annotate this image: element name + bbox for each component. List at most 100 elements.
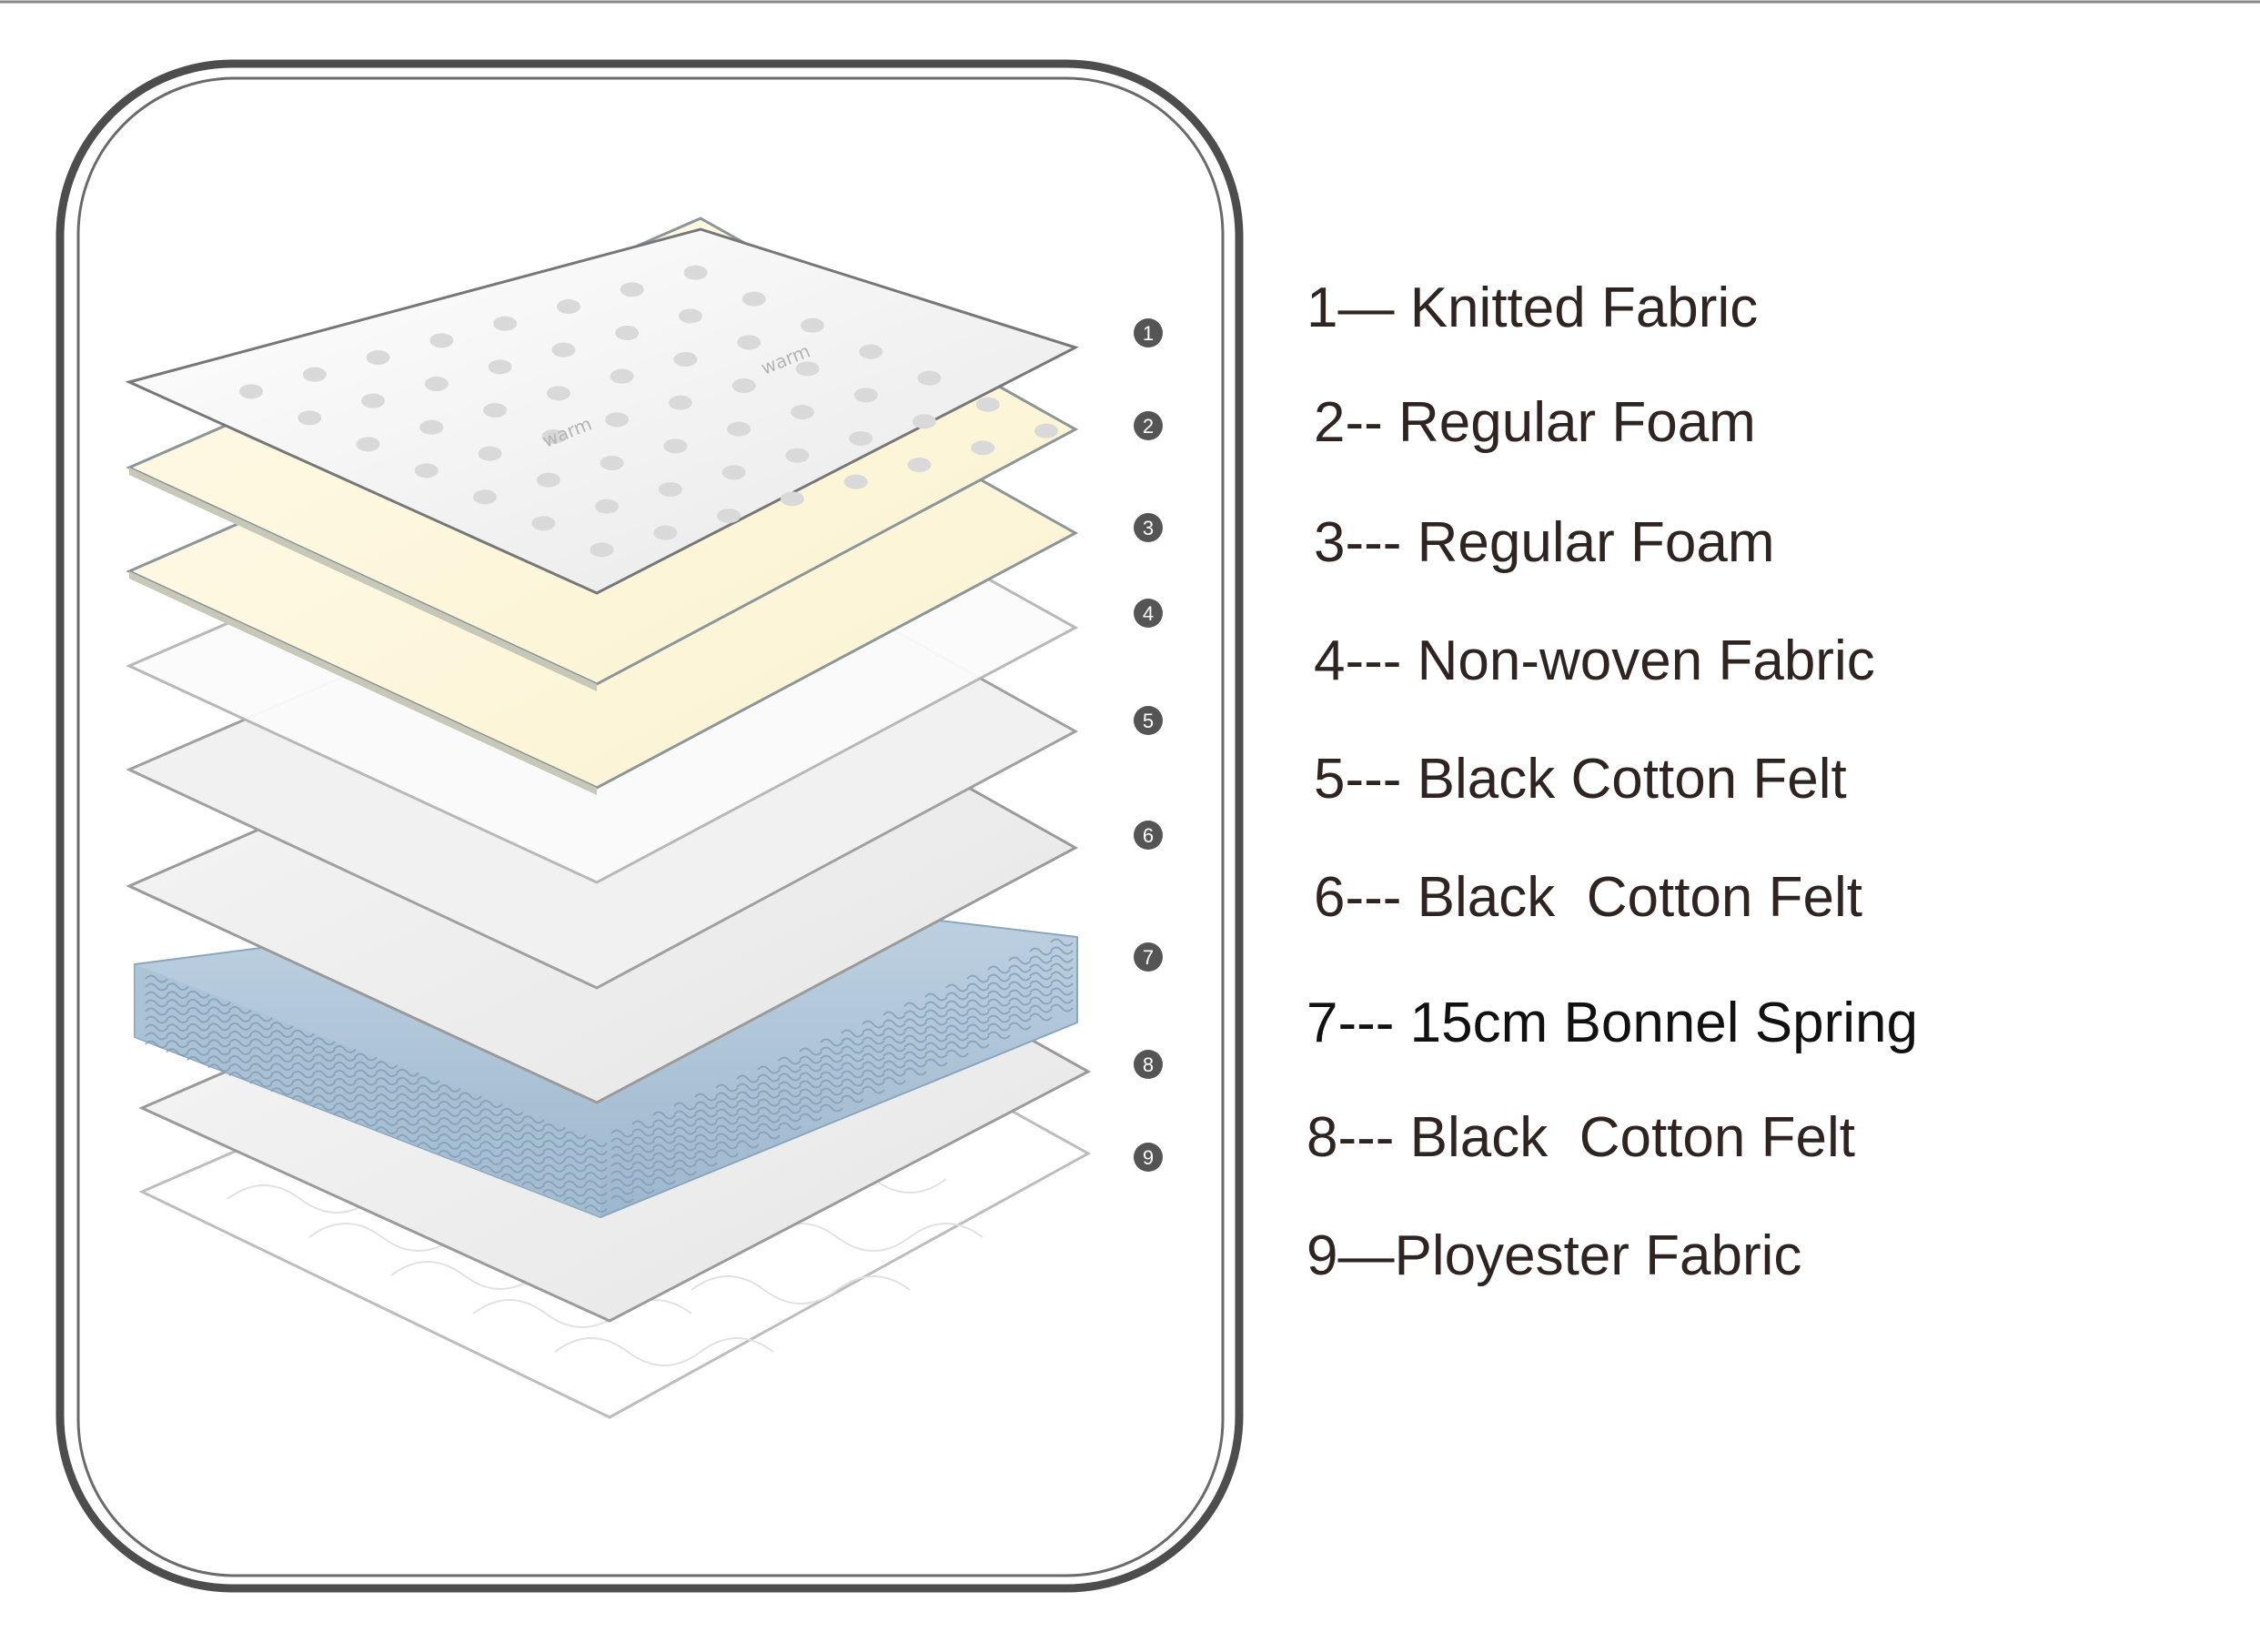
quilt-dimple xyxy=(917,370,942,386)
quilt-dimple xyxy=(673,352,698,367)
marker-7: 7 xyxy=(1134,942,1163,972)
legend-item-3: 3--- Regular Foam xyxy=(1314,511,1775,574)
legend-item-8: 8--- Black Cotton Felt xyxy=(1307,1106,1855,1169)
spring-coil-row xyxy=(610,971,1074,1171)
quilt-dimple xyxy=(785,448,810,463)
quilt-dimple xyxy=(843,474,868,489)
quilt-dimple xyxy=(683,265,708,280)
quilt-dimple xyxy=(731,378,756,393)
spring-coil-row xyxy=(145,999,608,1173)
marker-2-label: 2 xyxy=(1143,415,1154,438)
quilt-dimple xyxy=(853,388,878,403)
quilt-dimple xyxy=(595,499,620,514)
spring-coil-row xyxy=(145,1023,608,1197)
quilt-dimple xyxy=(356,437,380,452)
quilt-dimple xyxy=(493,316,518,331)
quilt-dimple xyxy=(610,368,634,384)
spring-coil-row xyxy=(145,1015,608,1189)
spring-coil-row xyxy=(610,995,1074,1195)
frame-inner xyxy=(76,76,1225,1577)
marker-8: 8 xyxy=(1134,1050,1163,1079)
spring-coil-row xyxy=(145,982,608,1156)
legend-item-6: 6--- Black Cotton Felt xyxy=(1314,866,1862,929)
quilt-dimple xyxy=(717,509,742,523)
quilt-dimple xyxy=(727,421,752,437)
quilt-dimple xyxy=(556,299,580,314)
marker-3-label: 3 xyxy=(1143,517,1154,539)
quilt-dimple xyxy=(849,431,873,446)
spring-coil-row xyxy=(610,946,1074,1146)
marker-9: 9 xyxy=(1134,1143,1163,1172)
quilt-dimple xyxy=(1034,423,1058,438)
quilt-dimple xyxy=(478,446,502,461)
marker-9-label: 9 xyxy=(1143,1146,1154,1169)
spring-coil-row xyxy=(145,1007,608,1181)
quilt-dimple xyxy=(298,410,322,426)
quilt-dimple xyxy=(615,326,640,340)
marker-1: 1 xyxy=(1134,318,1163,348)
quilt-dimple xyxy=(971,440,995,456)
quilt-dimple xyxy=(473,489,498,505)
quilt-dimple xyxy=(419,419,444,435)
marker-6-label: 6 xyxy=(1143,824,1154,847)
spring-coil-row xyxy=(610,938,1074,1138)
quilt-dimple xyxy=(790,405,814,419)
marker-8-label: 8 xyxy=(1143,1053,1154,1076)
quilt-dimple xyxy=(800,317,824,333)
quilt-dimple xyxy=(721,465,746,480)
quilt-dimple xyxy=(668,395,692,410)
quilt-dimple xyxy=(742,291,766,307)
quilt-dimple xyxy=(605,412,630,428)
quilt-dimple xyxy=(663,438,688,454)
quilt-dimple xyxy=(975,397,1000,412)
quilt-dimple xyxy=(546,386,570,401)
quilt-dimple xyxy=(536,472,560,488)
quilt-dimple xyxy=(653,525,678,540)
quilt-dimple xyxy=(531,516,556,531)
quilt-dimple xyxy=(424,377,449,391)
quilt-dimple xyxy=(541,429,566,444)
layer-knitted-fabric: warm warm xyxy=(125,227,1079,595)
quilt-dimple xyxy=(488,359,512,375)
quilt-dimple xyxy=(859,344,883,359)
quilt-dimple xyxy=(590,542,614,558)
legend-item-4: 4--- Non-woven Fabric xyxy=(1314,630,1875,692)
quilt-dimple xyxy=(483,403,508,418)
spring-coil-row xyxy=(610,987,1074,1187)
spring-coil-row xyxy=(610,1003,1074,1204)
marker-1-label: 1 xyxy=(1143,322,1154,345)
frame-outer xyxy=(55,59,1244,1593)
quilt-dimple xyxy=(239,384,264,399)
quilt-dimple xyxy=(737,335,762,350)
spring-coil-row xyxy=(145,1040,608,1214)
quilt-dimple xyxy=(620,282,644,297)
spring-coil-row xyxy=(145,1032,608,1205)
legend-item-5: 5--- Black Cotton Felt xyxy=(1314,748,1847,811)
quilt-dimple xyxy=(907,458,932,472)
spring-coil-row xyxy=(610,979,1074,1179)
legend-item-2: 2-- Regular Foam xyxy=(1314,391,1756,454)
legend-item-7: 7--- 15cm Bonnel Spring xyxy=(1307,992,1918,1054)
spring-coil-row xyxy=(610,962,1074,1163)
marker-4: 4 xyxy=(1134,599,1163,628)
quilt-dimple xyxy=(366,350,390,365)
marker-5: 5 xyxy=(1134,706,1163,735)
quilt-dimple xyxy=(302,367,327,382)
quilt-dimple xyxy=(678,308,702,324)
quilt-dimple xyxy=(414,463,439,478)
quilt-dimple xyxy=(780,491,804,507)
legend-item-1: 1— Knitted Fabric xyxy=(1307,277,1759,339)
quilt-dimple xyxy=(361,393,386,408)
quilt-dimple xyxy=(551,342,576,358)
quilt-dimple xyxy=(429,333,454,348)
marker-4-label: 4 xyxy=(1143,602,1154,625)
quilt-dimple xyxy=(600,456,624,470)
marker-6: 6 xyxy=(1134,821,1163,850)
legend-item-9: 9—Ployester Fabric xyxy=(1307,1224,1802,1287)
quilt-dimple xyxy=(658,482,682,497)
spring-coil-row xyxy=(145,974,608,1148)
quilt-dimple xyxy=(912,414,936,429)
marker-3: 3 xyxy=(1134,513,1163,542)
marker-5-label: 5 xyxy=(1143,710,1154,732)
